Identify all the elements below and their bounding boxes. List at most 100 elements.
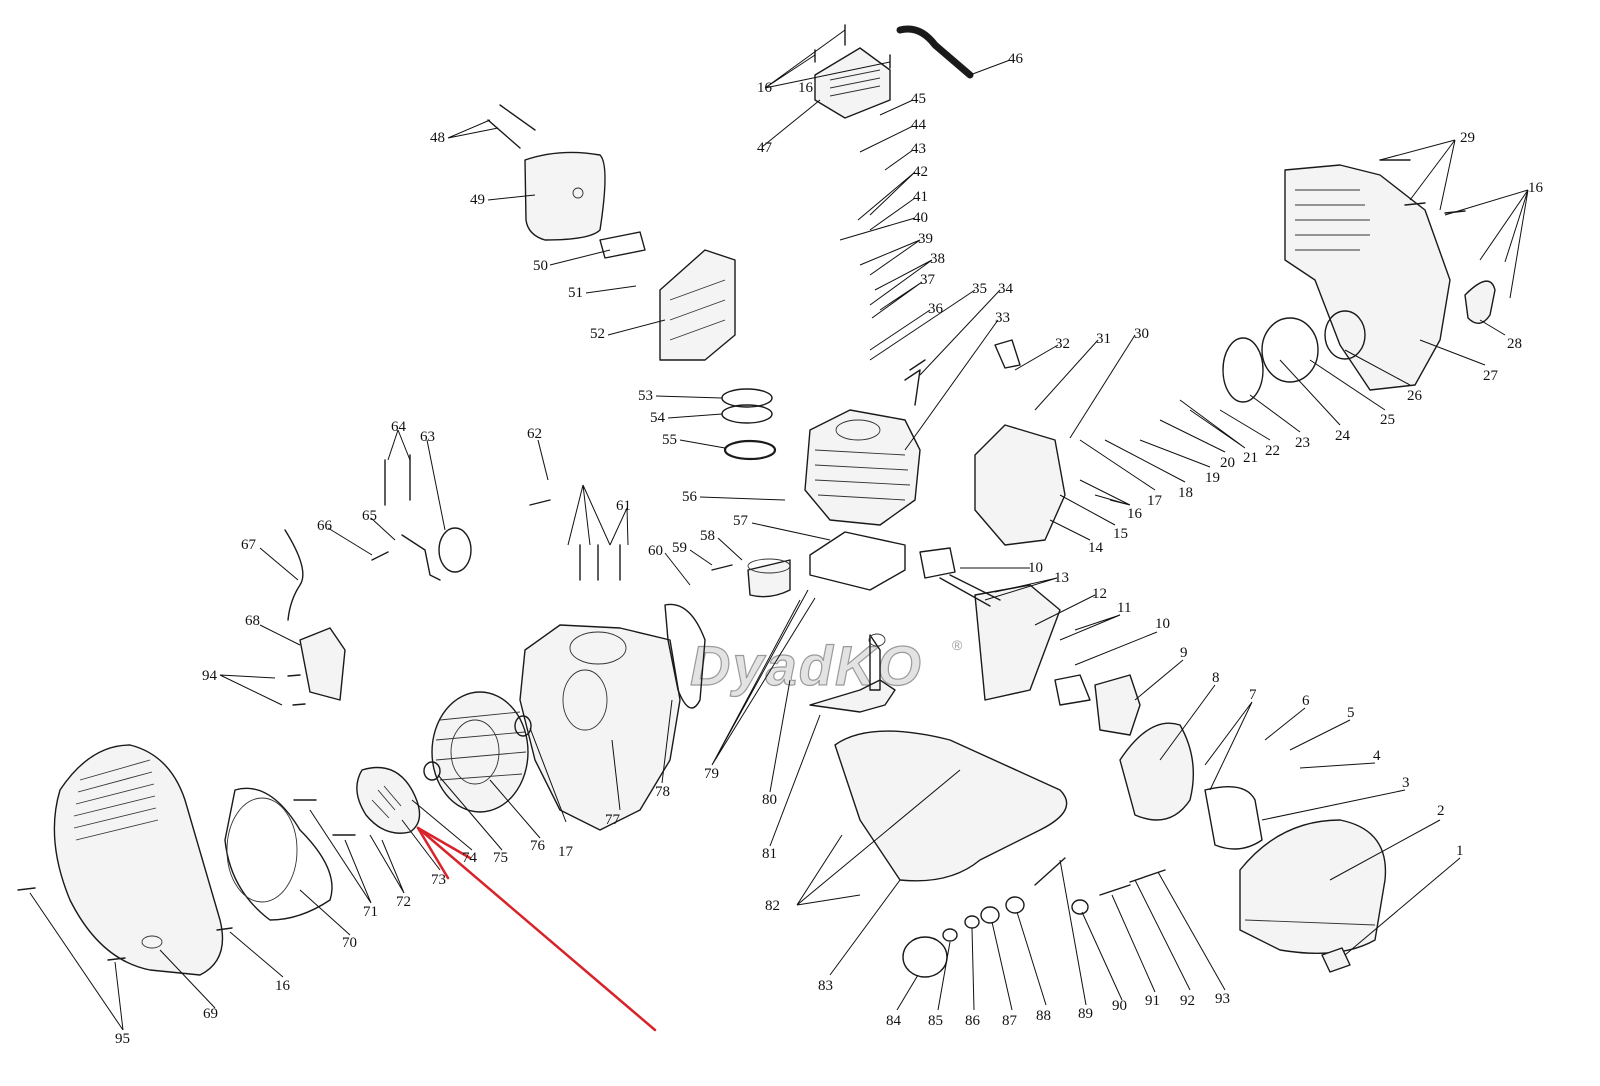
callout-44: 44	[911, 117, 927, 133]
callout-48: 48	[430, 130, 445, 146]
callout-38: 38	[930, 251, 945, 267]
callout-3: 3	[1402, 775, 1410, 791]
callout-22: 22	[1265, 443, 1280, 459]
callout-37: 37	[920, 272, 936, 288]
callout-7-right: 7	[1249, 687, 1257, 703]
callout-34: 34	[998, 281, 1014, 297]
callout-16-label: 16	[757, 80, 773, 96]
callout-20: 20	[1220, 455, 1235, 471]
callout-62: 62	[527, 426, 542, 442]
crankcase-left	[519, 624, 681, 831]
callout-1: 1	[1456, 843, 1464, 859]
callout-78: 78	[655, 784, 670, 800]
pins-64	[384, 454, 411, 506]
starter-handle-28	[1464, 280, 1496, 324]
crankshaft	[809, 633, 896, 713]
callout-10-lower: 10	[1155, 616, 1170, 632]
callout-72: 72	[396, 894, 411, 910]
recoil-pulley	[1261, 317, 1319, 383]
gasket-50	[599, 231, 646, 259]
clutch-assembly	[356, 766, 421, 834]
piston-pin	[711, 564, 733, 571]
gasket-11	[1054, 674, 1091, 706]
red-annotation-arrow	[416, 826, 657, 1032]
breather-hose	[896, 25, 974, 79]
leader-lines	[29, 29, 1529, 1031]
callout-69: 69	[203, 1006, 218, 1022]
fuel-tank	[834, 730, 1068, 882]
piston-ring-55	[723, 439, 777, 461]
crankcase-gasket	[664, 603, 706, 709]
line-91	[1099, 884, 1131, 896]
callout-6: 6	[1302, 693, 1310, 709]
callout-67: 67	[241, 537, 257, 553]
callout-81: 81	[762, 846, 777, 862]
air-filter-box	[524, 151, 606, 241]
callout-17-left: 17	[558, 844, 574, 860]
callout-28: 28	[1507, 336, 1522, 352]
wire-67	[284, 529, 304, 621]
insulator-plate	[974, 584, 1061, 701]
piston-ring-54	[721, 404, 773, 424]
callout-39: 39	[918, 231, 933, 247]
callout-16-bottom: 16	[275, 978, 291, 994]
callout-56: 56	[682, 489, 698, 505]
callout-61: 61	[616, 498, 631, 514]
callout-41: 41	[913, 189, 928, 205]
valve-cover	[814, 47, 891, 119]
callout-11: 11	[1117, 600, 1131, 616]
callout-57: 57	[733, 513, 749, 529]
fan-housing-cover	[53, 744, 224, 976]
callout-51: 51	[568, 285, 583, 301]
callout-73: 73	[431, 872, 446, 888]
gear-case	[974, 424, 1066, 546]
callout-52: 52	[590, 326, 605, 342]
callout-23: 23	[1295, 435, 1310, 451]
primer-90	[1071, 899, 1089, 915]
flywheel	[431, 691, 529, 813]
callout-64: 64	[391, 419, 407, 435]
governor-arm-65	[401, 534, 441, 581]
callout-45: 45	[911, 91, 926, 107]
callout-16-right: 16	[1528, 180, 1544, 196]
callout-91: 91	[1145, 993, 1160, 1009]
bolts-13	[939, 574, 1001, 607]
callout-85: 85	[928, 1013, 943, 1029]
washer-85	[942, 928, 958, 942]
callout-13: 13	[1054, 570, 1069, 586]
callout-14: 14	[1088, 540, 1104, 556]
callout-63: 63	[420, 429, 435, 445]
callout-77: 77	[605, 812, 621, 828]
exhaust-gasket-10	[919, 547, 956, 579]
callout-29: 29	[1460, 130, 1475, 146]
callout-17-right: 17	[1147, 493, 1163, 509]
callout-90: 90	[1112, 998, 1127, 1014]
callout-16-top: 16	[798, 80, 814, 96]
callout-16-mid: 16	[1127, 506, 1143, 522]
callout-2: 2	[1437, 803, 1445, 819]
callout-8: 8	[1212, 670, 1220, 686]
callout-15: 15	[1113, 526, 1128, 542]
clip-92	[1129, 869, 1166, 883]
callout-21: 21	[1243, 450, 1258, 466]
cylinder-head	[804, 409, 921, 526]
studs-61	[579, 544, 621, 581]
parts-artwork	[17, 24, 1496, 978]
callout-74: 74	[462, 850, 478, 866]
pin-62	[529, 499, 551, 506]
callout-46: 46	[1008, 51, 1024, 67]
callout-68: 68	[245, 613, 260, 629]
screws-94	[287, 674, 306, 706]
callout-89: 89	[1078, 1006, 1093, 1022]
recoil-starter-housing	[1284, 164, 1451, 391]
bolts-71	[293, 799, 356, 836]
callout-71: 71	[363, 904, 378, 920]
callout-47: 47	[757, 140, 773, 156]
callout-53: 53	[638, 388, 653, 404]
air-filter-base	[1119, 722, 1195, 821]
screws-95	[17, 887, 126, 961]
callout-83: 83	[818, 978, 833, 994]
governor-gear-63	[438, 527, 472, 573]
filter-element	[1204, 786, 1263, 850]
callout-54: 54	[650, 410, 666, 426]
